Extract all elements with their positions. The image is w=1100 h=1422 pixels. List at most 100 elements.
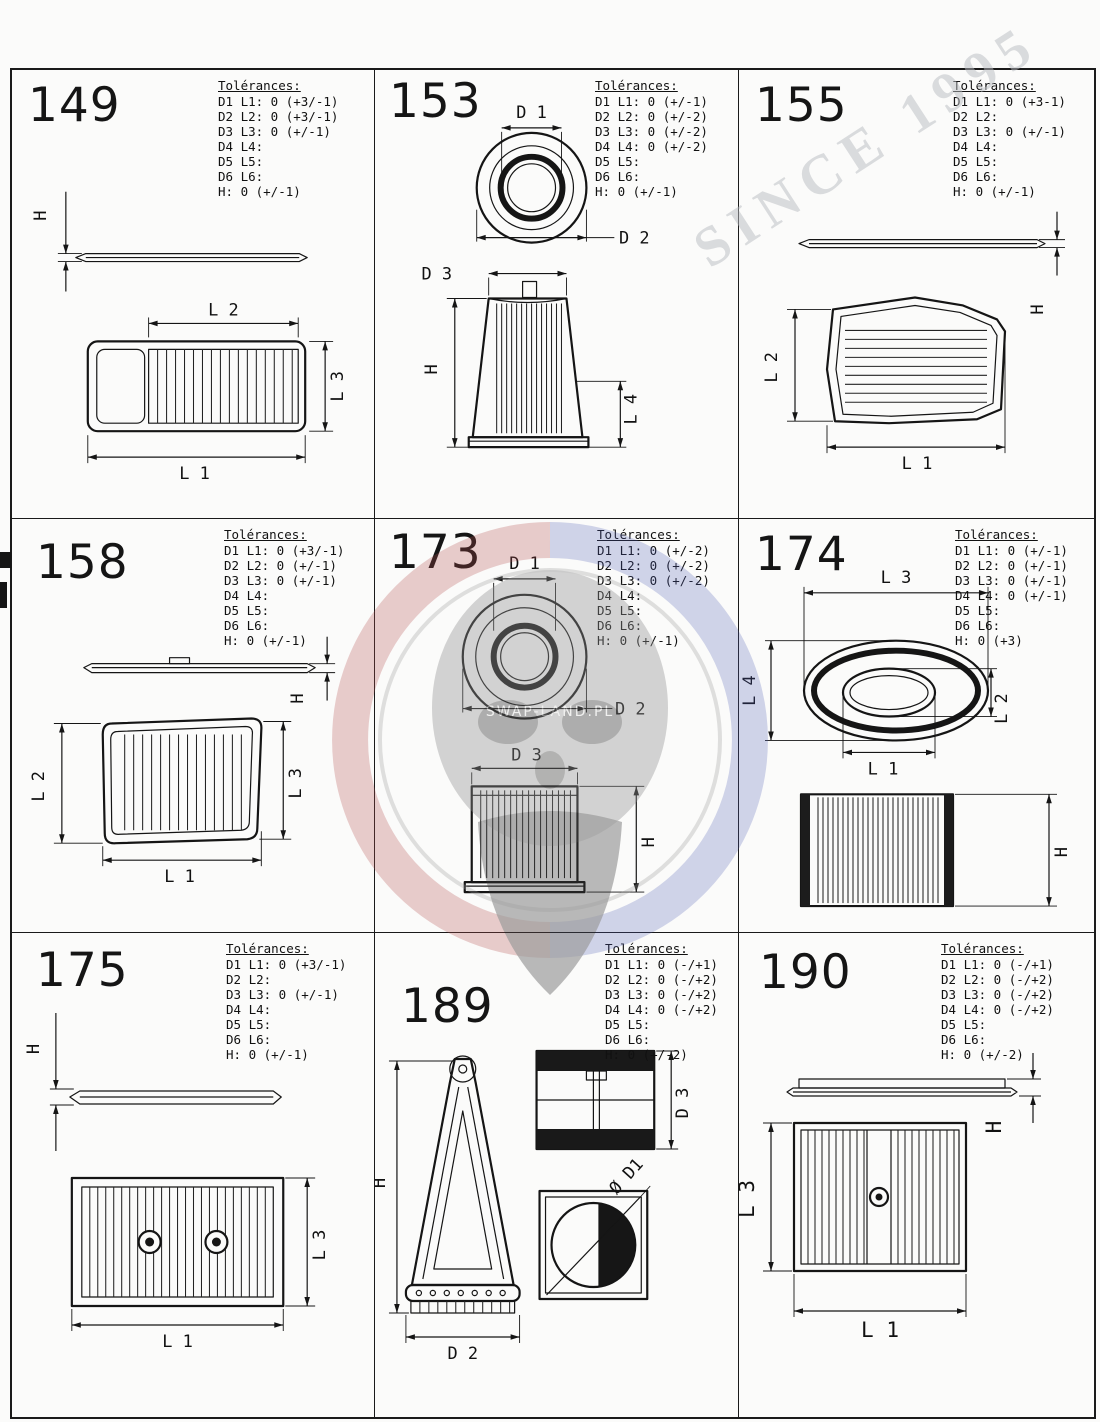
dim-l1: L 1	[826, 335, 1006, 474]
cell-155: 155 Tolérances: D1 L1: 0 (+3-1) D2 L2: D…	[739, 70, 1094, 519]
tolerances-title: Tolérances:	[605, 941, 688, 956]
technical-drawing-153: D 1 D 2 D 3	[421, 102, 650, 449]
dim-l3: L 3	[309, 340, 347, 432]
dim-label-h: H	[1028, 304, 1048, 314]
dim-h: H	[1028, 211, 1065, 315]
technical-drawing-189: H	[375, 1049, 693, 1364]
tolerances-lines: D1 L1: 0 (+3/-1) D2 L2: 0 (+3/-1) D3 L3:…	[218, 94, 339, 199]
dim-label-l3: L 3	[327, 371, 347, 402]
cell-158: 158 Tolérances: D1 L1: 0 (+3/-1) D2 L2: …	[12, 519, 375, 933]
part-number: 153	[389, 74, 482, 129]
part-number: 173	[389, 525, 482, 580]
part-number: 190	[759, 945, 852, 1000]
panel-top-view	[101, 717, 263, 845]
side-view	[799, 793, 955, 908]
cell-174: 174 Tolérances: D1 L1: 0 (+/-1) D2 L2: 0…	[739, 519, 1094, 933]
tolerances-block: Tolérances: D1 L1: 0 (+3/-1) D2 L2: 0 (+…	[218, 78, 368, 199]
technical-drawing-174: L 3 L 4 L 2	[740, 568, 1072, 908]
tolerances-lines: D1 L1: 0 (-/+1) D2 L2: 0 (-/+2) D3 L3: 0…	[941, 957, 1054, 1062]
dim-label-l2: L 2	[208, 299, 239, 319]
dim-label-d1: D 1	[509, 553, 540, 573]
dim-label-h: H	[30, 211, 50, 221]
side-view	[786, 1078, 1018, 1097]
dim-label-h: H	[1052, 847, 1072, 857]
dim-l3: L 3	[285, 1177, 330, 1307]
dim-label-h: H	[982, 1121, 1006, 1134]
side-view	[75, 252, 308, 263]
dim-label-h: H	[638, 837, 658, 847]
cell-190: 190 Tolérances: D1 L1: 0 (-/+1) D2 L2: 0…	[739, 933, 1094, 1417]
dim-h: H	[955, 793, 1072, 907]
dim-h: H	[421, 298, 487, 448]
tolerances-lines: D1 L1: 0 (-/+1) D2 L2: 0 (-/+2) D3 L3: 0…	[605, 957, 718, 1062]
dim-h: H	[287, 636, 336, 704]
cell-149: 149 Tolérances: D1 L1: 0 (+3/-1) D2 L2: …	[12, 70, 375, 519]
tolerances-title: Tolérances:	[226, 941, 309, 956]
dim-l2: L 2	[891, 668, 1012, 724]
tolerances-lines: D1 L1: 0 (+/-2) D2 L2: 0 (+/-2) D3 L3: 0…	[597, 543, 710, 648]
dim-h: H	[30, 191, 82, 292]
tolerances-title: Tolérances:	[955, 527, 1038, 542]
dim-label-l1: L 1	[861, 1318, 899, 1342]
dim-label-d2: D 2	[615, 699, 646, 719]
tolerances-title: Tolérances:	[953, 78, 1036, 93]
tolerances-title: Tolérances:	[218, 78, 301, 93]
tolerances-lines: D1 L1: 0 (+/-1) D2 L2: 0 (+/-1) D3 L3: 0…	[955, 543, 1068, 648]
dim-label-l2: L 2	[762, 352, 782, 383]
part-number: 189	[401, 979, 494, 1034]
dim-label-d1: D 1	[516, 102, 547, 122]
catalog-grid: 149 Tolérances: D1 L1: 0 (+3/-1) D2 L2: …	[10, 68, 1096, 1419]
dim-label-h: H	[24, 1044, 44, 1054]
dim-l3: L 3	[259, 721, 305, 840]
panel-top-view	[792, 1121, 968, 1273]
tolerances-title: Tolérances:	[595, 78, 678, 93]
dim-d3: D 3	[422, 264, 567, 296]
tolerances-block: Tolérances: D1 L1: 0 (+/-1) D2 L2: 0 (+/…	[955, 527, 1100, 648]
dim-l1: L 1	[842, 696, 936, 779]
dim-label-l1: L 1	[902, 454, 933, 474]
dim-l3: L 3	[803, 568, 989, 687]
dim-label-l1: L 1	[868, 759, 899, 779]
dim-label-d3: D 3	[673, 1088, 693, 1119]
technical-drawing-155: H L 2 L 1	[762, 211, 1065, 474]
oval-top-view	[802, 639, 990, 742]
panel-top-view	[86, 340, 307, 433]
cell-189: 189 Tolérances: D1 L1: 0 (-/+1) D2 L2: 0…	[375, 933, 739, 1417]
dim-d2: D 2	[476, 209, 650, 248]
dim-label-h: H	[375, 1178, 390, 1188]
cell-173: 173 Tolérances: D1 L1: 0 (+/-2) D2 L2: 0…	[375, 519, 739, 933]
dim-l1: L 1	[102, 831, 262, 886]
dim-h: H	[982, 1053, 1041, 1133]
dim-h: H	[24, 1013, 74, 1151]
panel-top-view	[70, 1176, 285, 1308]
dim-l2: L 2	[762, 309, 833, 422]
tolerances-title: Tolérances:	[941, 941, 1024, 956]
dim-label-d2: D 2	[447, 1344, 478, 1364]
panel-top-view	[825, 296, 1007, 425]
part-number: 149	[28, 78, 121, 133]
technical-drawing-173: D 1 D 2 D 3	[461, 553, 658, 894]
dim-l3: L 3	[739, 1122, 792, 1272]
dim-d2: D 2	[405, 1315, 521, 1364]
top-view	[461, 593, 588, 720]
dim-h: H	[579, 785, 658, 893]
part-number: 174	[755, 527, 848, 582]
technical-drawing-149: H L 2 L 3	[30, 191, 347, 483]
dim-label-l1: L 1	[164, 866, 195, 886]
technical-drawing-190: H L 3	[739, 1053, 1041, 1342]
side-view	[798, 239, 1046, 249]
scan-artifact	[0, 582, 7, 608]
tolerances-block: Tolérances: D1 L1: 0 (+3/-1) D2 L2: 0 (+…	[224, 527, 374, 648]
tolerances-lines: D1 L1: 0 (+3/-1) D2 L2: 0 (+/-1) D3 L3: …	[224, 543, 345, 648]
tolerances-block: Tolérances: D1 L1: 0 (+/-1) D2 L2: 0 (+/…	[595, 78, 745, 199]
top-view	[475, 131, 588, 244]
dim-label-l4: L 4	[740, 675, 760, 706]
part-number: 158	[36, 535, 129, 590]
tolerances-title: Tolérances:	[597, 527, 680, 542]
dim-label-l1: L 1	[179, 463, 210, 483]
part-number: 175	[36, 943, 129, 998]
technical-drawing-175: H L	[24, 1013, 330, 1352]
dim-l4: L 4	[740, 640, 894, 741]
tolerances-block: Tolérances: D1 L1: 0 (-/+1) D2 L2: 0 (-/…	[941, 941, 1091, 1062]
